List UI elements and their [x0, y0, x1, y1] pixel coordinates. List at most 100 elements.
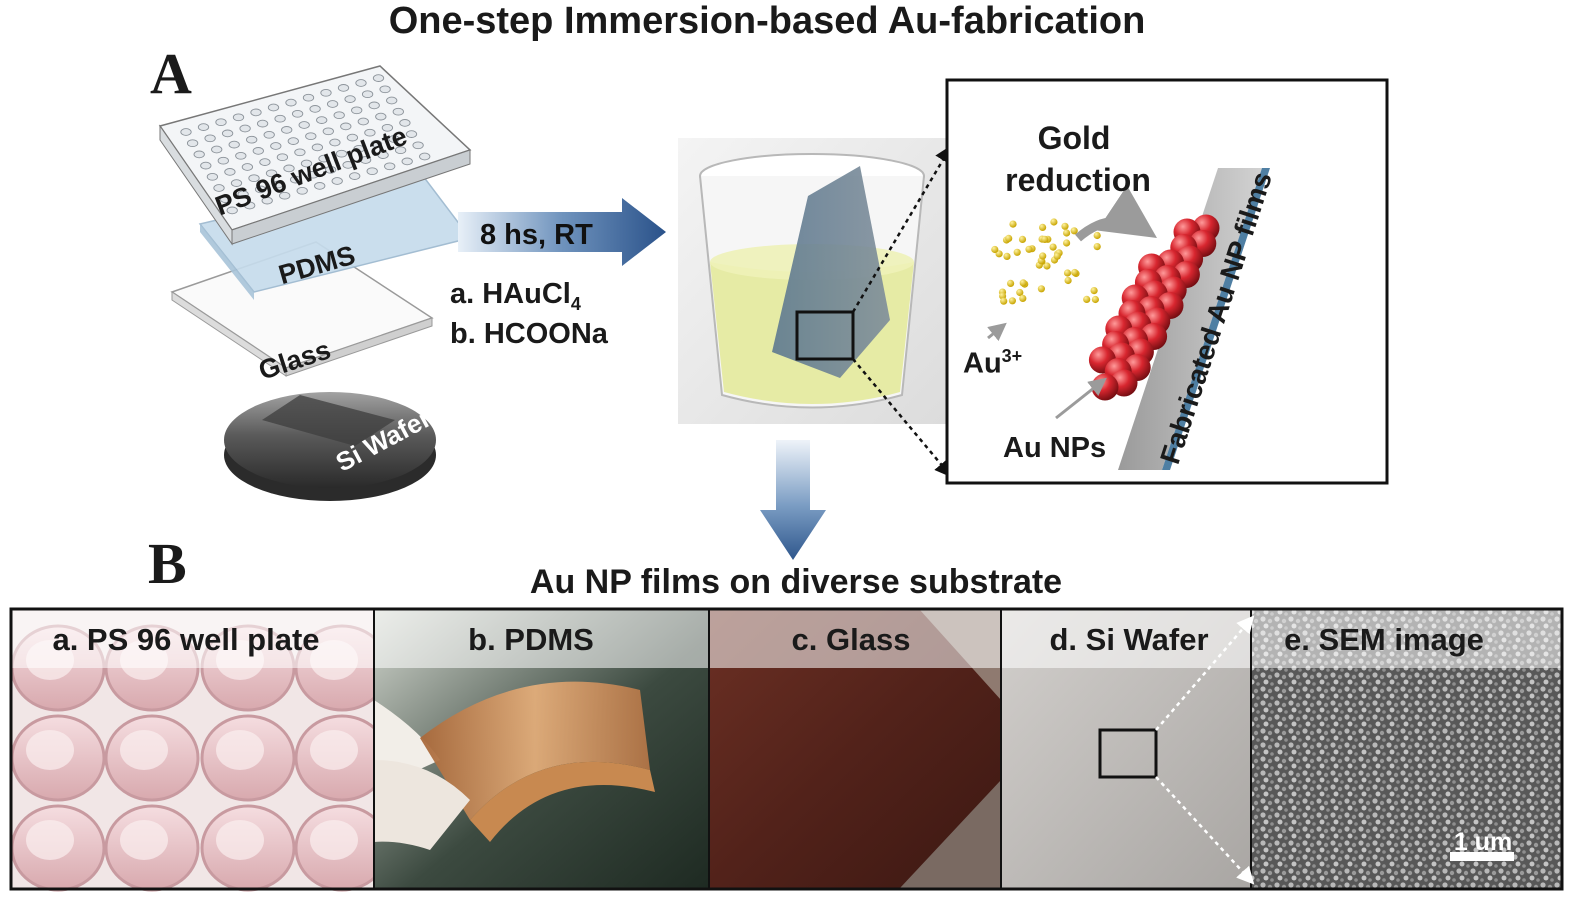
np-pointer [1055, 377, 1107, 420]
well [250, 108, 262, 117]
substrate-stack [158, 65, 472, 501]
well [351, 106, 363, 115]
well [331, 177, 343, 185]
well [197, 123, 210, 131]
gold-ion [1013, 248, 1021, 256]
well [346, 133, 359, 142]
gold-ion [1016, 288, 1024, 297]
condition-label: 8 hs, RT [480, 219, 593, 251]
nanoparticle-cluster [1088, 214, 1220, 401]
well [386, 96, 398, 105]
well [248, 174, 260, 183]
well [377, 151, 389, 159]
gold-ion [1091, 295, 1099, 304]
gold-ion [1093, 243, 1101, 251]
well [364, 128, 376, 137]
gold-ion [1070, 227, 1078, 235]
well [311, 143, 324, 152]
photo-si-wafer [1001, 610, 1251, 888]
well [320, 88, 332, 97]
process-arrow [458, 198, 666, 266]
well [366, 167, 378, 176]
well [254, 185, 267, 194]
photo-well-plate [10, 610, 390, 892]
well [241, 163, 254, 171]
well [239, 124, 251, 133]
gold-ion-dots [991, 218, 1101, 305]
gold-ion [1063, 239, 1071, 247]
well [349, 172, 361, 180]
well [309, 105, 321, 113]
well [368, 101, 380, 110]
well [219, 195, 232, 204]
well [335, 149, 348, 158]
photo-sem [1251, 610, 1561, 888]
well [259, 158, 271, 166]
gold-ion [1061, 222, 1069, 230]
well [412, 141, 424, 150]
gold-ion [1039, 252, 1047, 260]
well [221, 129, 234, 138]
figure-title: One-step Immersion-based Au-fabrication [388, 0, 1146, 42]
well [357, 117, 369, 126]
well [353, 144, 365, 153]
gold-ion [1007, 279, 1015, 287]
reduction-inset [945, 78, 1389, 485]
well-plate-illustration [158, 65, 472, 246]
gold-ion [1008, 297, 1017, 305]
well [340, 122, 352, 131]
well [384, 162, 396, 171]
well [261, 196, 273, 205]
well [302, 93, 315, 102]
well [256, 119, 269, 128]
reagent-b-label: b. HCOONa [450, 318, 608, 350]
well [274, 114, 286, 123]
well [281, 126, 293, 134]
gold-ion [1037, 285, 1045, 293]
well [337, 84, 350, 92]
well [381, 123, 394, 132]
well [370, 140, 383, 148]
well [307, 170, 319, 179]
well [180, 128, 192, 136]
well [235, 151, 247, 160]
photo-glass [709, 610, 1001, 888]
well [388, 135, 400, 143]
gold-ion [1064, 276, 1072, 285]
well [283, 164, 295, 173]
well [200, 161, 212, 170]
well [392, 107, 404, 116]
well [244, 201, 256, 210]
well [204, 134, 216, 143]
well [372, 74, 385, 82]
down-arrow [760, 440, 826, 560]
reduction-arrow [1075, 185, 1157, 242]
photo-label-sem: e. SEM image [1284, 622, 1484, 657]
photo-strip [9, 607, 1564, 892]
sem-line-top [1155, 615, 1255, 731]
well [359, 156, 372, 164]
well [265, 169, 278, 178]
well [230, 179, 243, 187]
well [232, 113, 245, 122]
well [329, 138, 341, 147]
well [405, 130, 418, 138]
well [226, 206, 238, 215]
reagent-a-label: a. HAuCl4 [450, 278, 581, 314]
well [401, 157, 413, 166]
well [285, 98, 297, 107]
zoom-box [795, 310, 855, 361]
well [272, 180, 284, 189]
well [289, 175, 302, 184]
well [294, 148, 306, 157]
gold-ion [1093, 231, 1101, 240]
panel-a-letter: A [150, 41, 192, 106]
well [252, 147, 264, 155]
panel-b-title: Au NP films on diverse substrate [529, 563, 1063, 601]
gold-ion [1019, 279, 1027, 287]
gold-ion [1025, 245, 1033, 253]
well [399, 119, 411, 127]
well [344, 95, 356, 103]
gold-ion [1071, 268, 1079, 277]
gold-ion [1039, 223, 1047, 231]
